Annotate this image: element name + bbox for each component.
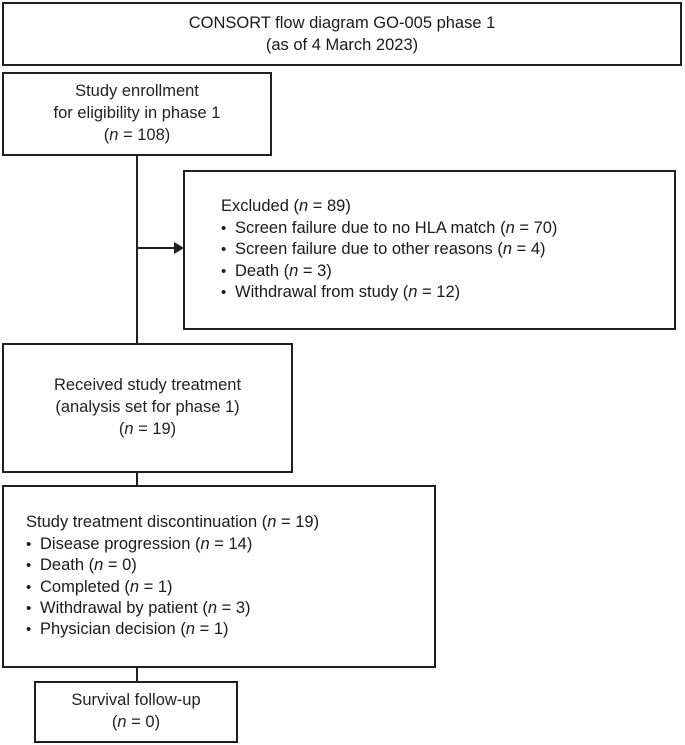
excluded-header: Excluded (n = 89) (221, 196, 351, 217)
discontinuation-item-label: Disease progression (n = 14) (40, 534, 253, 553)
survival-count-value: = 0) (126, 713, 161, 731)
enrollment-box: Study enrollment for eligibility in phas… (2, 72, 272, 156)
excluded-header-value: = 89) (308, 197, 351, 216)
discontinuation-header-value: = 19) (276, 513, 320, 532)
excluded-header-n: n (298, 197, 309, 216)
bullet-icon: • (221, 284, 227, 302)
discontinuation-item-label: Physician decision (n = 1) (40, 620, 229, 639)
bullet-icon: • (26, 535, 32, 553)
discontinuation-box: Study treatment discontinuation (n = 19)… (2, 485, 436, 668)
discontinuation-item: • Completed (n = 1) (26, 577, 173, 598)
discontinuation-item: • Death (n = 0) (26, 555, 137, 576)
title-line-1: CONSORT flow diagram GO-005 phase 1 (188, 13, 496, 32)
arrow-head-icon (174, 242, 184, 254)
survival-box: Survival follow-up (n = 0) (34, 681, 238, 743)
excluded-item: • Screen failure due to no HLA match (n =… (221, 218, 557, 239)
treatment-line-1: Received study treatment (53, 376, 242, 395)
connector-arrow-stem-to-excluded (138, 247, 176, 249)
enrollment-count-prefix: ( (103, 125, 110, 144)
bullet-icon: • (26, 599, 32, 617)
bullet-icon: • (221, 262, 227, 280)
discontinuation-item-label: Withdrawal by patient (n = 3) (40, 598, 251, 617)
discontinuation-item: • Withdrawal by patient (n = 3) (26, 598, 251, 619)
excluded-item-label: Death (n = 3) (235, 261, 332, 280)
excluded-item: • Screen failure due to other reasons (n … (221, 239, 546, 260)
survival-count: (n = 0) (112, 712, 160, 734)
title-line-2: (as of 4 March 2023) (265, 36, 419, 54)
excluded-item-label: Withdrawal from study (n = 12) (235, 283, 461, 302)
enrollment-line-1: Study enrollment (75, 82, 199, 101)
connector-discontinuation-to-survival (136, 668, 138, 681)
discontinuation-item-label: Completed (n = 1) (40, 577, 173, 596)
enrollment-count-n: n (109, 125, 119, 144)
enrollment-count-value: = 108) (118, 125, 171, 144)
excluded-item: • Death (n = 3) (221, 261, 332, 282)
excluded-item: • Withdrawal from study (n = 12) (221, 282, 460, 303)
treatment-count-value: = 19) (133, 419, 177, 438)
excluded-item-label: Screen failure due to other reasons (n =… (235, 240, 546, 259)
discontinuation-item-label: Death (n = 0) (40, 556, 137, 575)
discontinuation-header: Study treatment discontinuation (n = 19) (26, 512, 319, 533)
bullet-icon: • (26, 557, 32, 575)
connector-enrollment-to-treatment (136, 156, 138, 343)
survival-count-prefix: ( (111, 713, 118, 731)
enrollment-line-2: for eligibility in phase 1 (53, 104, 221, 123)
survival-count-n: n (117, 713, 127, 731)
excluded-box: Excluded (n = 89) • Screen failure due to… (183, 170, 676, 330)
bullet-icon: • (221, 219, 227, 237)
discontinuation-item: • Physician decision (n = 1) (26, 619, 229, 640)
bullet-icon: • (26, 621, 32, 639)
excluded-header-text: Excluded ( (221, 197, 299, 216)
treatment-count: (n = 19) (119, 419, 176, 441)
treatment-box: Received study treatment (analysis set f… (2, 343, 293, 473)
title-box: CONSORT flow diagram GO-005 phase 1 (as … (2, 2, 682, 66)
discontinuation-header-text: Study treatment discontinuation ( (26, 513, 268, 532)
enrollment-count: (n = 108) (104, 125, 171, 147)
discontinuation-header-n: n (267, 513, 277, 532)
bullet-icon: • (26, 578, 32, 596)
treatment-count-n: n (124, 419, 134, 438)
discontinuation-item: • Disease progression (n = 14) (26, 534, 252, 555)
excluded-item-label: Screen failure due to no HLA match (n = … (235, 218, 558, 237)
connector-treatment-to-discontinuation (136, 473, 138, 485)
bullet-icon: • (221, 241, 227, 259)
treatment-count-prefix: ( (118, 419, 125, 438)
treatment-line-2: (analysis set for phase 1) (55, 398, 240, 417)
survival-line-1: Survival follow-up (71, 691, 201, 710)
